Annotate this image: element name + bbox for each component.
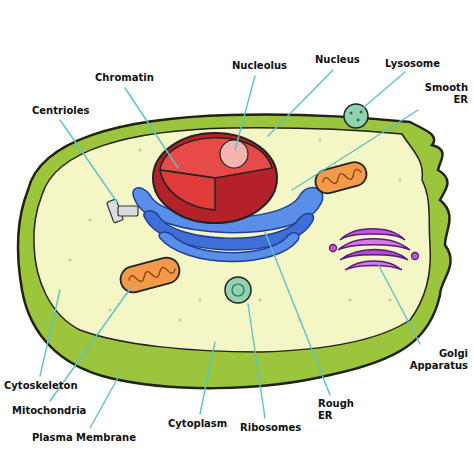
part-label: Cytoskeleton	[4, 380, 78, 392]
part-label: Lysosome	[385, 58, 440, 70]
part-label: Nucleolus	[232, 60, 287, 72]
part-label: Centrioles	[32, 105, 89, 117]
part-label: Plasma Membrane	[32, 432, 136, 444]
part-label: Ribosomes	[240, 422, 301, 434]
part-label: Smooth ER	[416, 82, 468, 105]
part-label: Cytoplasm	[168, 418, 227, 430]
part-label: Mitochondria	[12, 405, 86, 417]
part-label: Nucleus	[315, 54, 360, 66]
part-label: Golgi Apparatus	[396, 348, 468, 371]
part-label: Rough ER	[318, 398, 362, 421]
part-label: Chromatin	[95, 72, 154, 84]
